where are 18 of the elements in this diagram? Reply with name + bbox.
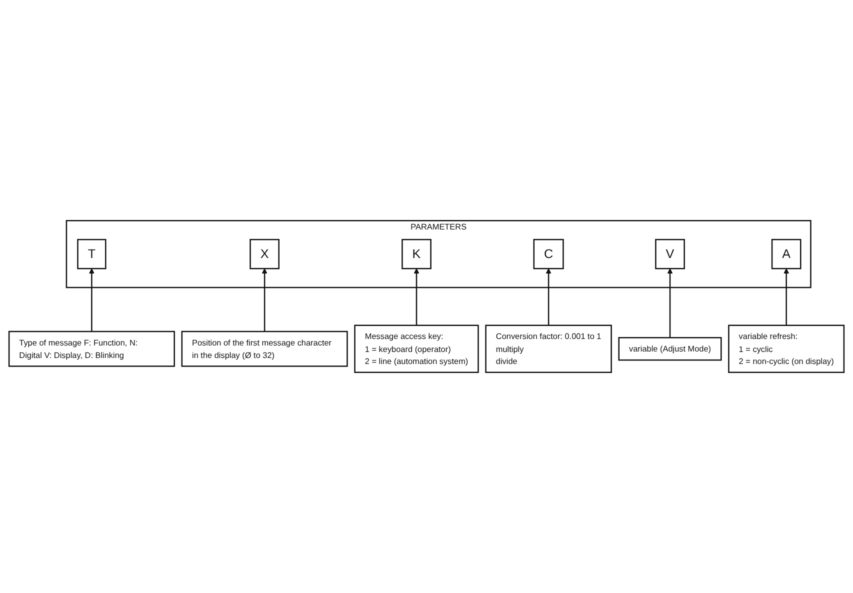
arrow	[784, 268, 790, 326]
arrow	[262, 268, 268, 332]
node-box: C	[533, 238, 564, 270]
arrow	[546, 268, 552, 326]
node-box: T	[77, 238, 106, 270]
node-box: X	[250, 238, 280, 270]
arrow	[88, 268, 94, 332]
node-box: Position of the first message character in the display (Ø to 32)	[181, 330, 348, 367]
node-box: A	[771, 238, 802, 270]
arrow	[414, 268, 420, 326]
node-box: Type of message F: Function, N: Digital V: Display, D: Blinking	[8, 330, 175, 367]
arrow	[667, 268, 673, 338]
node-box: variable (Adjust Mode)	[618, 337, 722, 361]
node-box: Conversion factor: 0.001 to 1 multiply divide	[485, 324, 612, 373]
node-box: Message access key: 1 = keyboard (operator) 2 = line (automation system)	[354, 324, 479, 373]
node-box: V	[655, 238, 685, 270]
node-box: variable refresh: 1 = cyclic 2 = non-cyclic (on display)	[728, 324, 845, 373]
node-box: K	[402, 238, 432, 270]
